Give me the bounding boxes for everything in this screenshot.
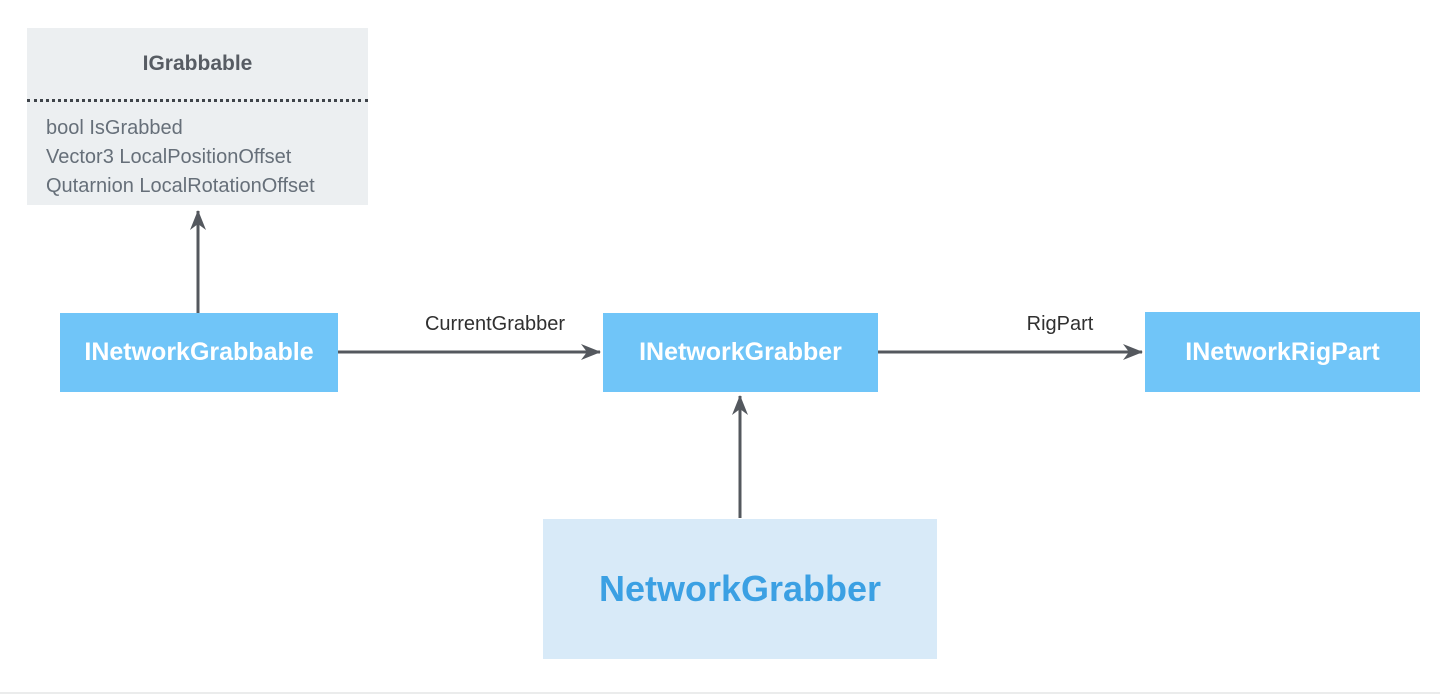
node-inetworkgrabbable: INetworkGrabbable — [60, 313, 338, 392]
igrabbable-member: Qutarnion LocalRotationOffset — [46, 175, 315, 197]
node-label: INetworkGrabbable — [84, 338, 314, 366]
currentgrabber-edge-label: CurrentGrabber — [424, 313, 566, 335]
igrabbable-member: Vector3 LocalPositionOffset — [46, 146, 292, 168]
node-label: INetworkRigPart — [1185, 337, 1380, 366]
bottom-divider — [0, 692, 1440, 694]
node-inetworkgrabber: INetworkGrabber — [603, 313, 878, 392]
rigpart-edge-label: RigPart — [1026, 313, 1094, 335]
igrabbable-members: bool IsGrabbed Vector3 LocalPositionOffs… — [27, 102, 368, 201]
igrabbable-divider — [27, 99, 368, 102]
node-igrabbable: IGrabbable bool IsGrabbed Vector3 LocalP… — [27, 28, 368, 205]
igrabbable-member: bool IsGrabbed — [46, 117, 183, 139]
node-label: NetworkGrabber — [598, 568, 882, 609]
node-networkgrabber: NetworkGrabber — [543, 519, 937, 659]
node-label: INetworkGrabber — [639, 338, 842, 366]
igrabbable-title: IGrabbable — [142, 51, 253, 75]
node-inetworkrigpart: INetworkRigPart — [1145, 312, 1420, 392]
